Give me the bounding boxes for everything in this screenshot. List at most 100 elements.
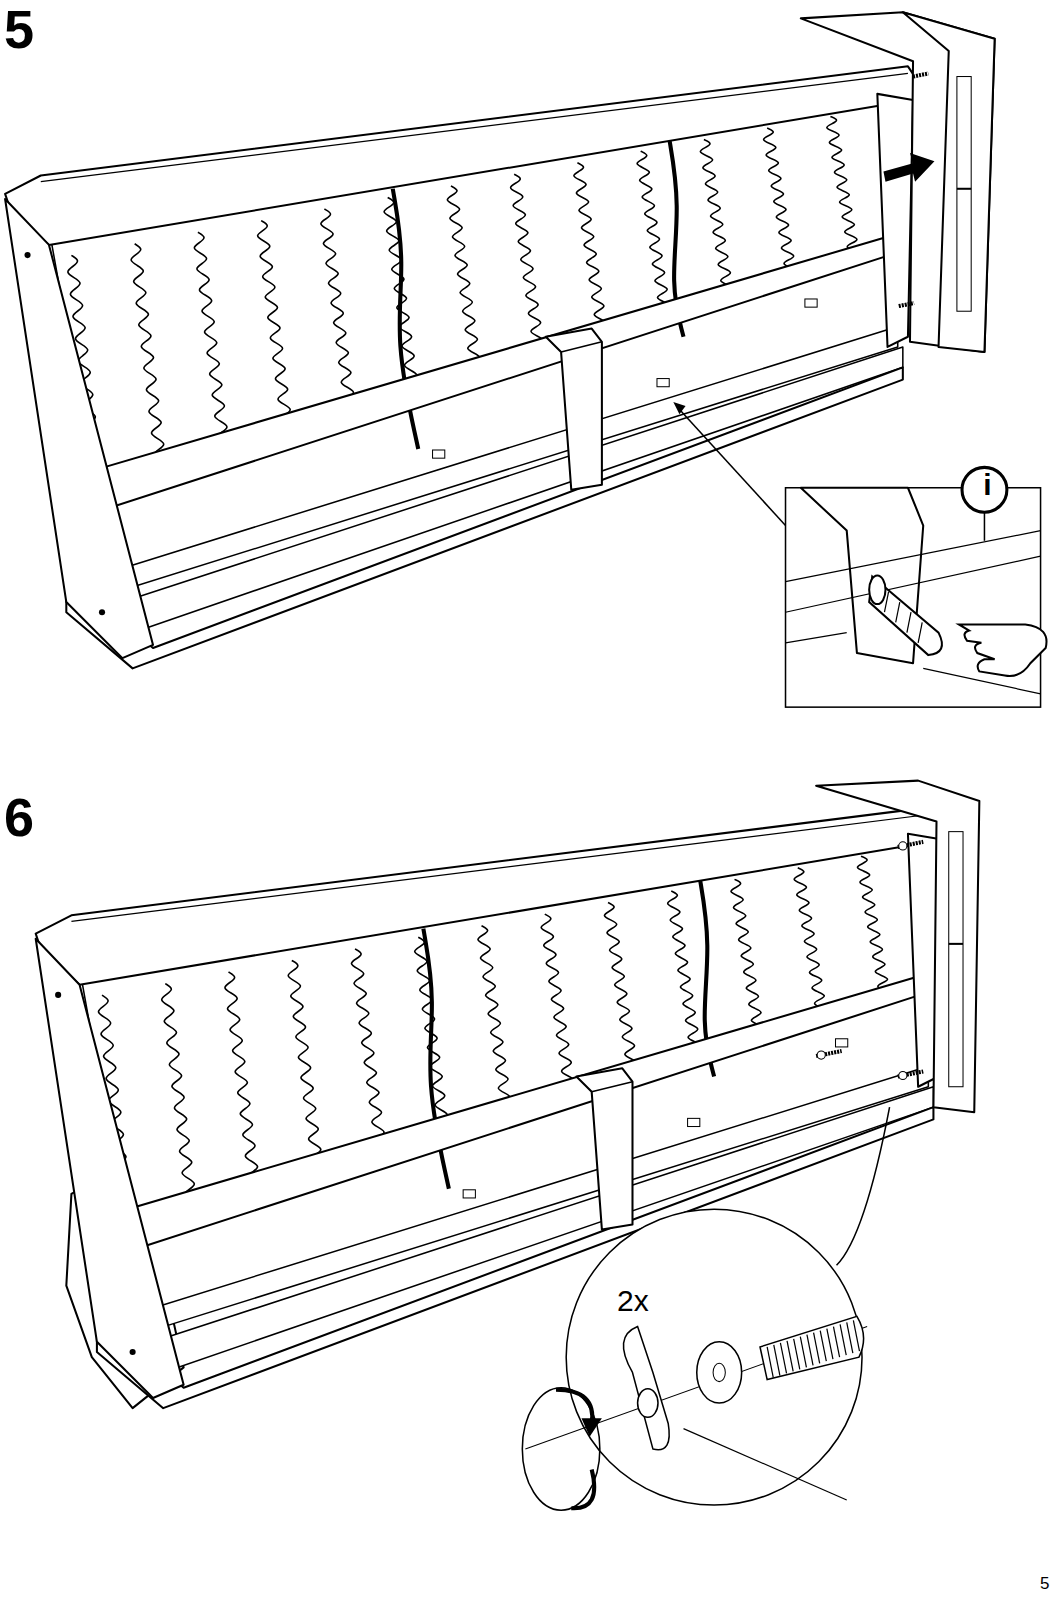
thread	[840, 1324, 846, 1355]
rotation-arrow	[571, 1469, 594, 1508]
zigzag-spring	[162, 984, 195, 1200]
rotation-circle	[522, 1388, 600, 1510]
zigzag-spring	[637, 151, 670, 318]
wing-nut	[899, 1071, 907, 1079]
dowel-flute	[907, 612, 911, 632]
frame-line	[786, 633, 847, 643]
frame-line	[41, 73, 908, 181]
wing-nut	[817, 1051, 825, 1059]
zigzag-spring	[131, 244, 164, 460]
page-number: 5	[1040, 1575, 1049, 1592]
end-post	[877, 94, 913, 347]
frame-line	[592, 1082, 633, 1092]
zigzag-spring	[511, 174, 544, 354]
thread	[820, 1331, 826, 1362]
info-leader	[984, 512, 986, 541]
zigzag-spring	[351, 949, 384, 1147]
zigzag-spring	[447, 186, 480, 372]
zigzag-spring	[225, 972, 258, 1182]
thread	[814, 1333, 820, 1364]
thread	[787, 1341, 793, 1372]
center-leg	[576, 1068, 632, 1229]
step-number: 5	[4, 2, 34, 56]
wing-nut	[899, 842, 907, 850]
step-5-illustration	[5, 12, 1046, 707]
arrowhead	[673, 402, 685, 414]
zigzag-spring	[478, 926, 511, 1112]
bolt-hole	[55, 992, 61, 998]
wing-nut-detail	[522, 1316, 867, 1510]
thread	[780, 1343, 786, 1374]
zigzag-spring	[258, 221, 291, 425]
top-rail	[5, 66, 918, 245]
step-number: 6	[4, 790, 34, 844]
thread	[794, 1339, 800, 1370]
top-rail	[36, 806, 949, 985]
pointing-hand	[959, 624, 1047, 676]
base-board	[66, 367, 903, 668]
thread	[767, 1347, 773, 1378]
zigzag-spring	[827, 116, 860, 265]
bolt-hole	[24, 252, 30, 258]
detail-inset	[786, 467, 1047, 707]
bottom-rail	[112, 327, 898, 592]
dowel-end	[869, 576, 885, 605]
zigzag-spring	[731, 879, 764, 1040]
bolt	[899, 303, 914, 306]
thread	[774, 1345, 780, 1376]
frame-line	[786, 531, 1041, 582]
frame-line	[957, 188, 971, 190]
armrest-slot	[957, 77, 971, 312]
right-armrest	[801, 12, 995, 352]
info-symbol: i	[983, 470, 991, 500]
washer	[697, 1342, 742, 1403]
frame-line	[561, 342, 602, 352]
right-armrest	[816, 781, 979, 1113]
end-post	[36, 939, 184, 1398]
dowel	[657, 379, 669, 387]
end-post	[5, 199, 153, 658]
zigzag-spring	[604, 903, 637, 1077]
arrowhead	[581, 1418, 601, 1436]
thread	[847, 1322, 853, 1353]
armrest-side	[903, 12, 995, 352]
washer-hole	[713, 1363, 725, 1381]
thread	[800, 1337, 806, 1368]
zigzag-spring	[668, 891, 701, 1058]
callout-leader	[837, 1107, 890, 1265]
zigzag-spring	[288, 960, 321, 1164]
dowel-flute	[896, 602, 900, 622]
quantity-label: 2x	[617, 1286, 649, 1316]
zigzag-spring	[764, 128, 797, 283]
zigzag-spring	[321, 209, 354, 407]
dowel	[463, 1190, 475, 1198]
center-leg	[546, 329, 602, 490]
dowel-flute	[918, 622, 922, 642]
frame-line	[71, 813, 938, 921]
bolt-hole	[130, 1349, 136, 1355]
bolt	[913, 73, 928, 76]
thread	[827, 1329, 833, 1360]
armrest-slot	[949, 832, 963, 1087]
wing-nut	[623, 1327, 669, 1450]
zigzag-spring	[194, 232, 227, 442]
thread	[807, 1335, 813, 1366]
surface-line	[684, 1429, 847, 1500]
axis-line	[525, 1327, 867, 1449]
dowel	[433, 450, 445, 458]
zigzag-spring	[541, 914, 574, 1094]
thread	[853, 1320, 859, 1351]
zigzag-spring	[794, 868, 827, 1023]
leader-line	[678, 408, 785, 525]
frame-line	[786, 556, 1041, 612]
nut-hub	[638, 1389, 658, 1418]
bolt-thread	[760, 1316, 864, 1379]
bolt-hole	[99, 609, 105, 615]
frame-line	[949, 943, 963, 945]
dowel	[805, 299, 817, 307]
info-circle	[962, 467, 1007, 512]
zigzag-spring	[574, 163, 607, 337]
dowel	[836, 1039, 848, 1047]
dowel	[688, 1118, 700, 1126]
